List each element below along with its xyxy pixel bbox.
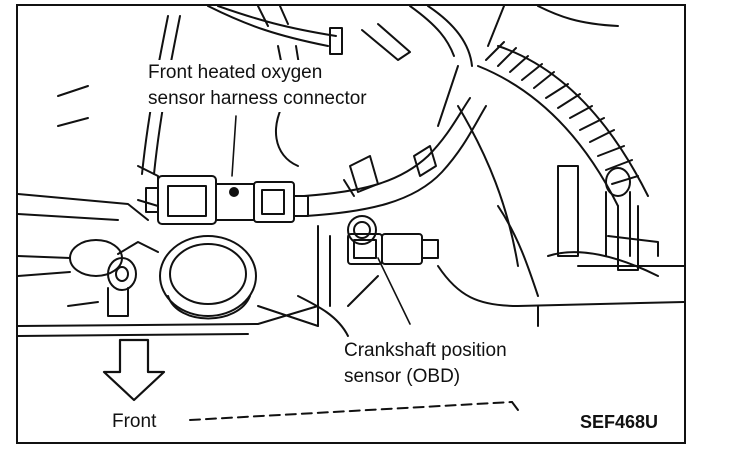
o2-connector-label-line1: Front heated oxygen — [148, 62, 323, 83]
left-fitting — [18, 239, 137, 317]
crankshaft-sensor-label: Crankshaft position sensor (OBD) — [342, 338, 509, 390]
o2-connector-label: Front heated oxygen sensor harness conne… — [146, 60, 369, 112]
crankshaft-sensor — [347, 215, 439, 325]
right-engine-block — [457, 105, 684, 297]
dashed-ground-line — [189, 401, 519, 421]
front-direction-label: Front — [112, 411, 157, 432]
engine-illustration — [18, 6, 684, 421]
diagram-frame: Front heated oxygen sensor harness conne… — [16, 4, 686, 444]
arrow-down-icon — [102, 338, 166, 402]
crankshaft-sensor-label-line1: Crankshaft position — [344, 340, 507, 361]
left-bracket — [18, 15, 181, 221]
o2-connector-label-line2: sensor harness connector — [148, 88, 367, 109]
figure-code: SEF468U — [580, 412, 659, 432]
harness-tube — [303, 97, 487, 217]
filler-cap — [117, 235, 257, 320]
crankshaft-sensor-label-line2: sensor (OBD) — [344, 366, 461, 387]
o2-harness-connector — [145, 115, 309, 225]
corrugated-hose — [477, 41, 649, 207]
lower-structure — [18, 45, 684, 337]
upper-hoses — [207, 6, 619, 67]
